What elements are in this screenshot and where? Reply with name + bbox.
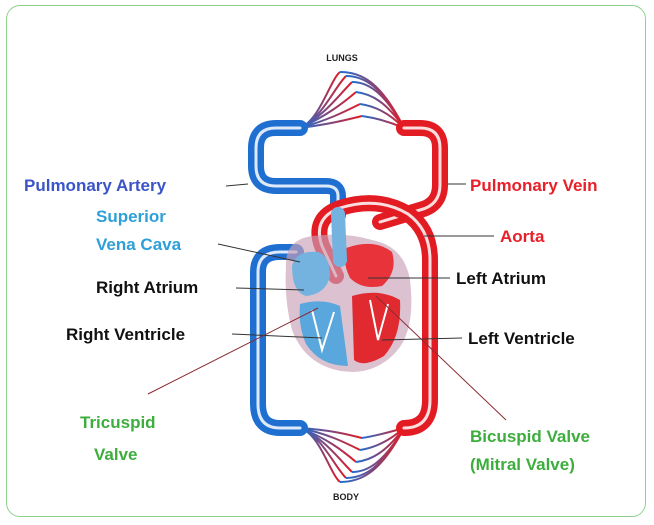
body-label: BODY [333,492,359,502]
tricuspid-valve-label-line2: Valve [94,445,138,464]
superior-vena-cava-label-line2: Vena Cava [96,235,182,254]
right-ventricle-label: Right Ventricle [66,325,185,344]
lungs-label: LUNGS [326,53,358,63]
pulmonary-artery-label: Pulmonary Artery [24,176,167,195]
superior-vena-cava-label-line1: Superior [96,207,166,226]
pulmonary-artery-vessel [256,128,338,215]
body-capillaries [300,428,404,482]
right-atrium-label: Right Atrium [96,278,198,297]
pulmonary-vein-label: Pulmonary Vein [470,176,598,195]
aorta-label: Aorta [500,227,545,246]
bicuspid-valve-label-line1: Bicuspid Valve [470,427,590,446]
bicuspid-valve-label-line2: (Mitral Valve) [470,455,575,474]
heart [286,214,412,372]
lung-capillaries [300,72,404,128]
left-ventricle-label: Left Ventricle [468,329,575,348]
left-atrium-label: Left Atrium [456,269,546,288]
tricuspid-valve-label-line1: Tricuspid [80,413,156,432]
